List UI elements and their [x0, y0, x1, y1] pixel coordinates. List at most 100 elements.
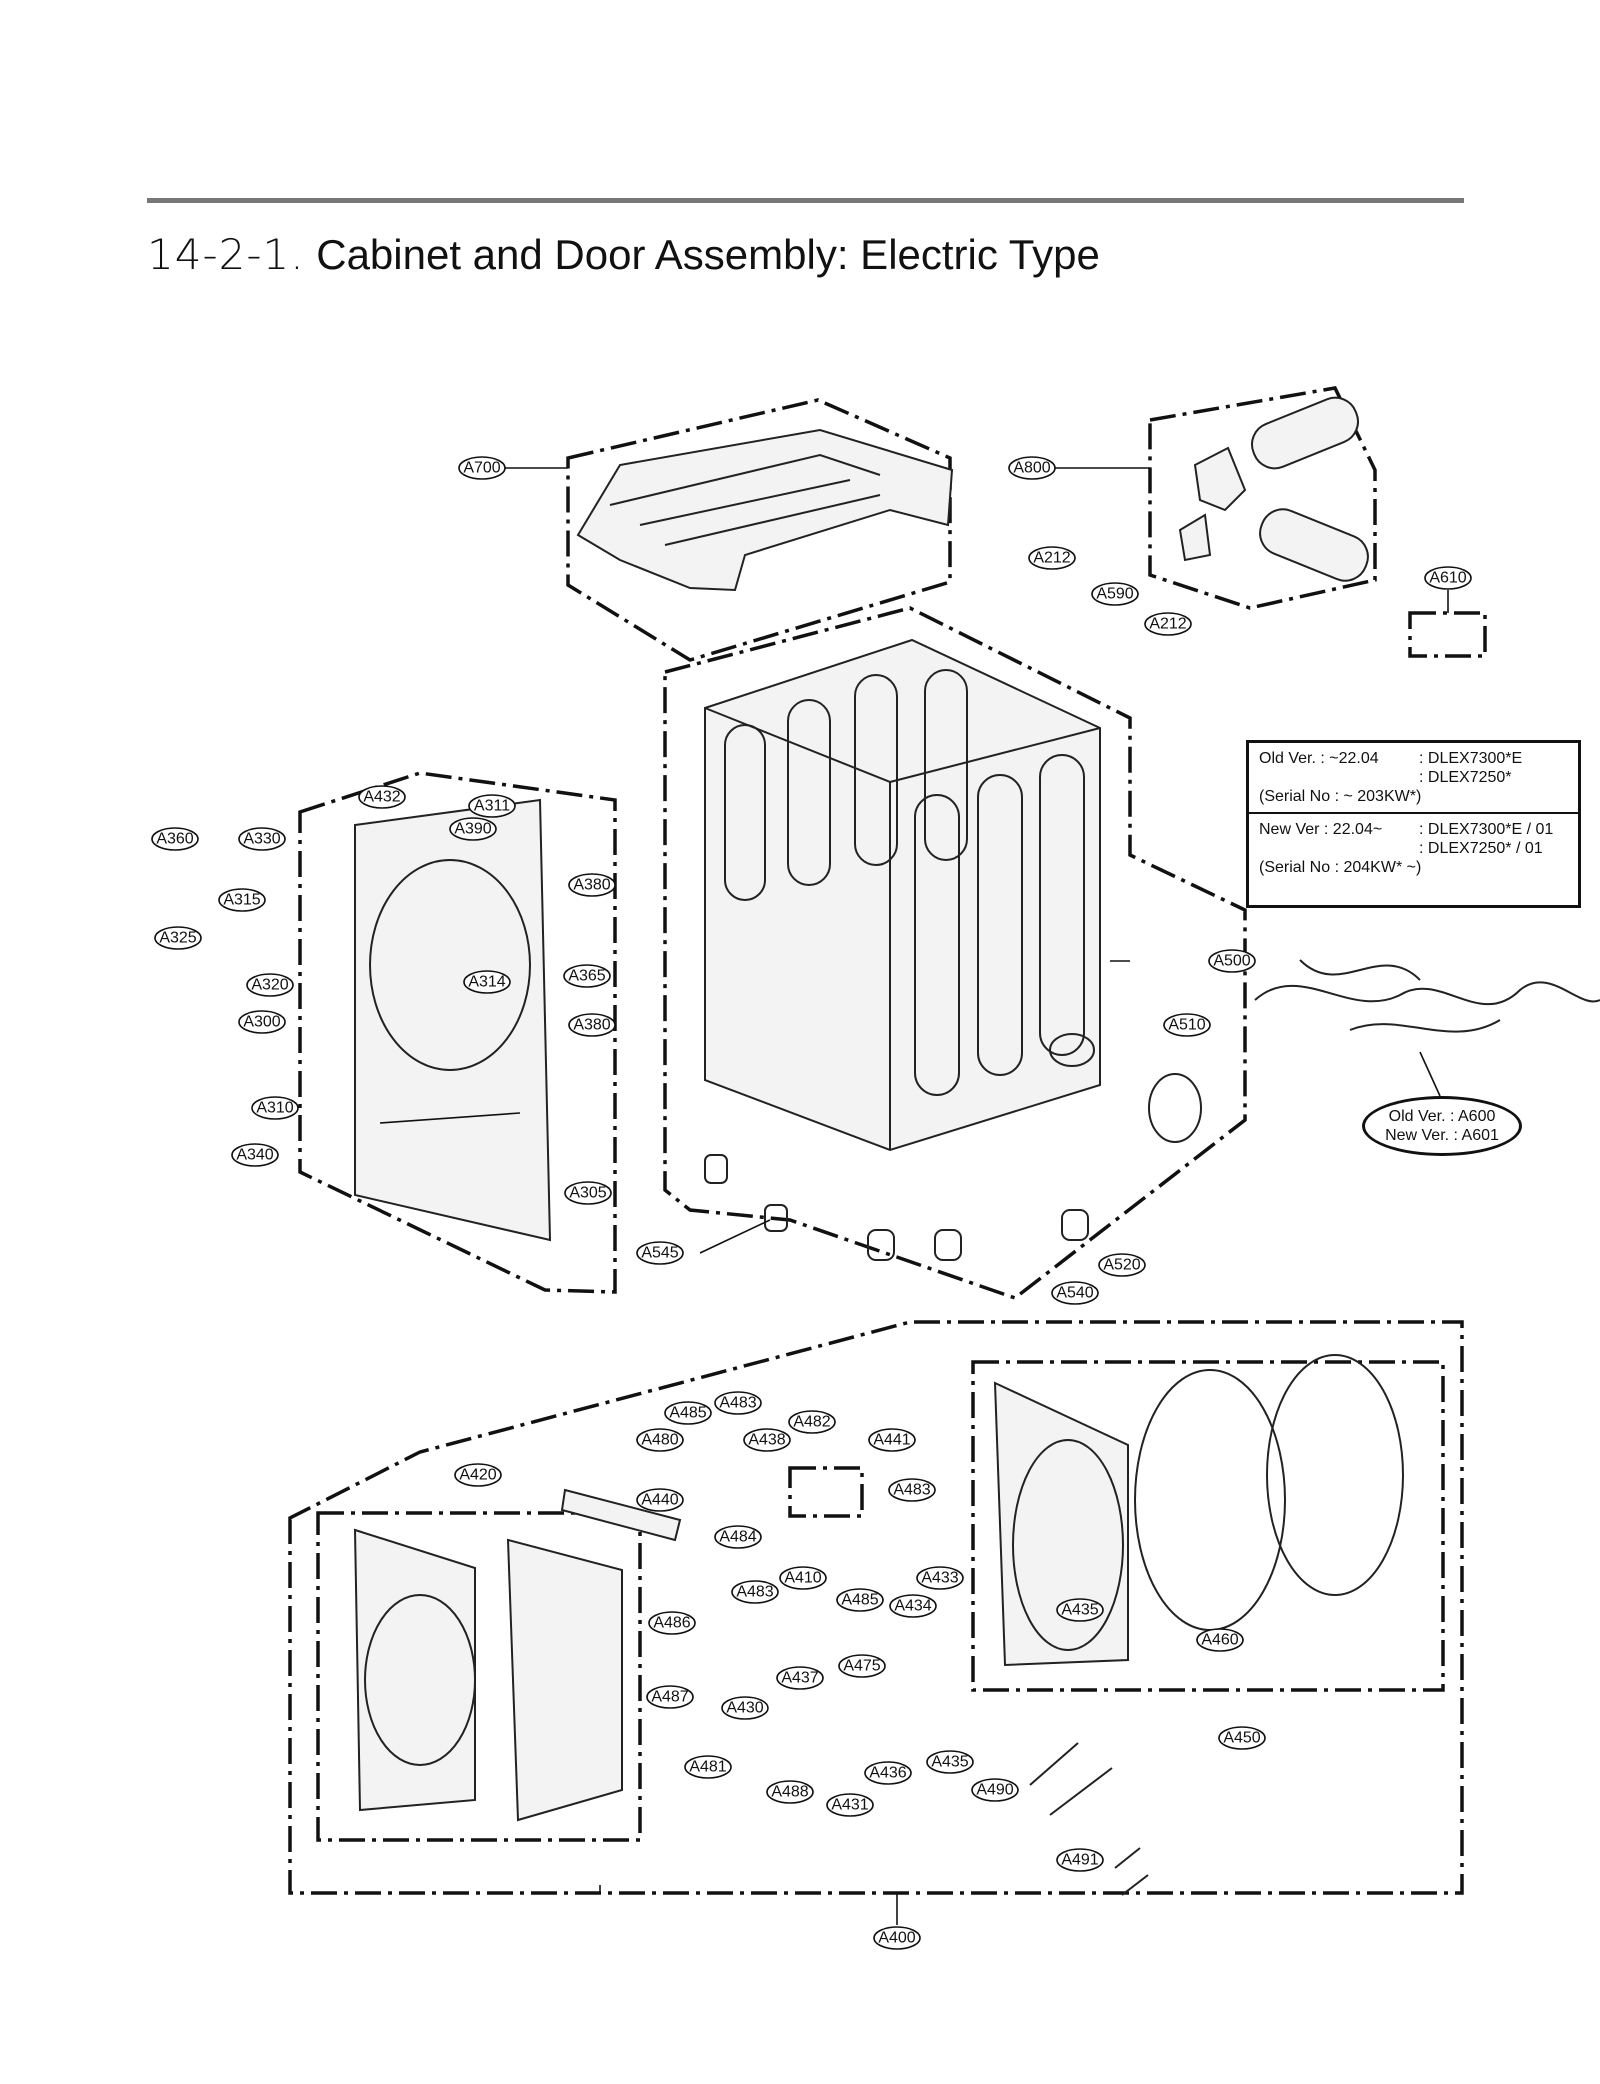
callout-label: A212 [1033, 550, 1070, 567]
callout-label: A435 [1061, 1602, 1098, 1619]
callout-a340: A340 [231, 1143, 279, 1167]
callout-bubble [251, 1096, 299, 1120]
callout-label: A340 [236, 1147, 273, 1164]
callout-label: A510 [1168, 1017, 1205, 1034]
callout-a500: A500 [1208, 949, 1256, 973]
boundary-door-assy [288, 1320, 1464, 1895]
callout-a434: A434 [889, 1594, 937, 1618]
callout-label: A441 [873, 1432, 910, 1449]
door-frame-outer [353, 1528, 476, 1812]
callout-a483: A483 [714, 1391, 762, 1415]
callout-bubble [1051, 1281, 1099, 1305]
callout-label: A436 [869, 1765, 906, 1782]
callout-a430: A430 [721, 1696, 769, 1720]
callout-bubble [776, 1666, 824, 1690]
callout-bubble [246, 973, 294, 997]
harness-old-version: Old Ver. : A600 [1388, 1108, 1496, 1125]
callout-a431: A431 [826, 1793, 874, 1817]
new-version-model-1: : DLEX7300*E / 01 [1419, 821, 1554, 838]
callout-a482: A482 [788, 1410, 836, 1434]
callout-a491: A491 [1056, 1848, 1104, 1872]
boundary-duct-kit [1148, 386, 1377, 610]
callout-bubble [836, 1588, 884, 1612]
callout-a480: A480 [636, 1428, 684, 1452]
old-version-model-1: : DLEX7300*E [1419, 750, 1523, 767]
callout-a488: A488 [766, 1780, 814, 1804]
callout-bubble [151, 827, 199, 851]
callout-a450: A450 [1218, 1726, 1266, 1750]
callout-bubble [714, 1525, 762, 1549]
callout-a510: A510 [1163, 1013, 1211, 1037]
callout-label: A475 [843, 1658, 880, 1675]
callout-label: A460 [1201, 1632, 1238, 1649]
callout-a433: A433 [916, 1566, 964, 1590]
callout-label: A491 [1061, 1852, 1098, 1869]
callout-bubble [458, 456, 506, 480]
callout-a420: A420 [454, 1463, 502, 1487]
callout-label: A314 [468, 974, 505, 991]
callout-bubble [889, 1594, 937, 1618]
callout-label: A360 [156, 831, 193, 848]
callout-bubble [864, 1761, 912, 1785]
callout-bubble [463, 970, 511, 994]
callout-bubble [1008, 456, 1056, 480]
callout-label: A480 [641, 1432, 678, 1449]
callout-a315: A315 [218, 888, 266, 912]
door-gasket [1134, 1369, 1286, 1631]
door-glass-cover [506, 1538, 623, 1822]
callout-label: A490 [976, 1782, 1013, 1799]
callout-a305: A305 [564, 1181, 612, 1205]
callout-label: A365 [568, 968, 605, 985]
callout-label: A325 [159, 930, 196, 947]
callout-bubble [1196, 1628, 1244, 1652]
callout-label: A410 [784, 1570, 821, 1587]
duct-ring [1148, 1073, 1202, 1143]
callout-a212: A212 [1028, 546, 1076, 570]
callout-label: A450 [1223, 1730, 1260, 1747]
callout-label: A800 [1013, 460, 1050, 477]
callout-a440: A440 [636, 1488, 684, 1512]
callout-bubble [1098, 1253, 1146, 1277]
callout-bubble [449, 817, 497, 841]
callout-a435: A435 [1056, 1598, 1104, 1622]
callout-bubble [568, 873, 616, 897]
callout-label: A390 [454, 821, 491, 838]
callout-label: A610 [1429, 570, 1466, 587]
callout-bubble [731, 1580, 779, 1604]
callout-label: A484 [719, 1529, 756, 1546]
callout-bubble [238, 827, 286, 851]
callout-label: A431 [831, 1797, 868, 1814]
callout-label: A311 [474, 798, 510, 815]
callout-a484: A484 [714, 1525, 762, 1549]
callout-bubble [1091, 582, 1139, 606]
callout-a300: A300 [238, 1010, 286, 1034]
callout-label: A434 [894, 1598, 931, 1615]
callout-label: A486 [653, 1615, 690, 1632]
callout-a441: A441 [868, 1428, 916, 1452]
callout-a540: A540 [1051, 1281, 1099, 1305]
callout-bubble [1028, 546, 1076, 570]
callout-label: A430 [726, 1700, 763, 1717]
duct-elbow [1193, 446, 1247, 512]
callout-a481: A481 [684, 1755, 732, 1779]
new-version-model-2: : DLEX7250* / 01 [1419, 840, 1543, 857]
callout-a325: A325 [154, 926, 202, 950]
callout-bubble [1163, 1013, 1211, 1037]
door-glass [1266, 1354, 1404, 1596]
door-handle [560, 1488, 682, 1542]
callout-a380: A380 [568, 1013, 616, 1037]
callout-bubble [564, 1181, 612, 1205]
callout-label: A483 [893, 1482, 930, 1499]
callout-label: A483 [736, 1584, 773, 1601]
new-version-key: New Ver : 22.04~ [1259, 821, 1383, 838]
wire-harness [1254, 959, 1600, 1033]
callout-bubble [721, 1696, 769, 1720]
callout-label: A437 [781, 1670, 818, 1687]
callout-a700: A700 [458, 456, 506, 480]
leveling-feet [704, 1154, 1089, 1261]
callout-a460: A460 [1196, 1628, 1244, 1652]
version-info-box: Old Ver. : ~22.04: DLEX7300*E : DLEX7250… [1246, 740, 1581, 908]
callout-a311: A311 [468, 794, 516, 818]
group-boundaries [288, 386, 1487, 1895]
